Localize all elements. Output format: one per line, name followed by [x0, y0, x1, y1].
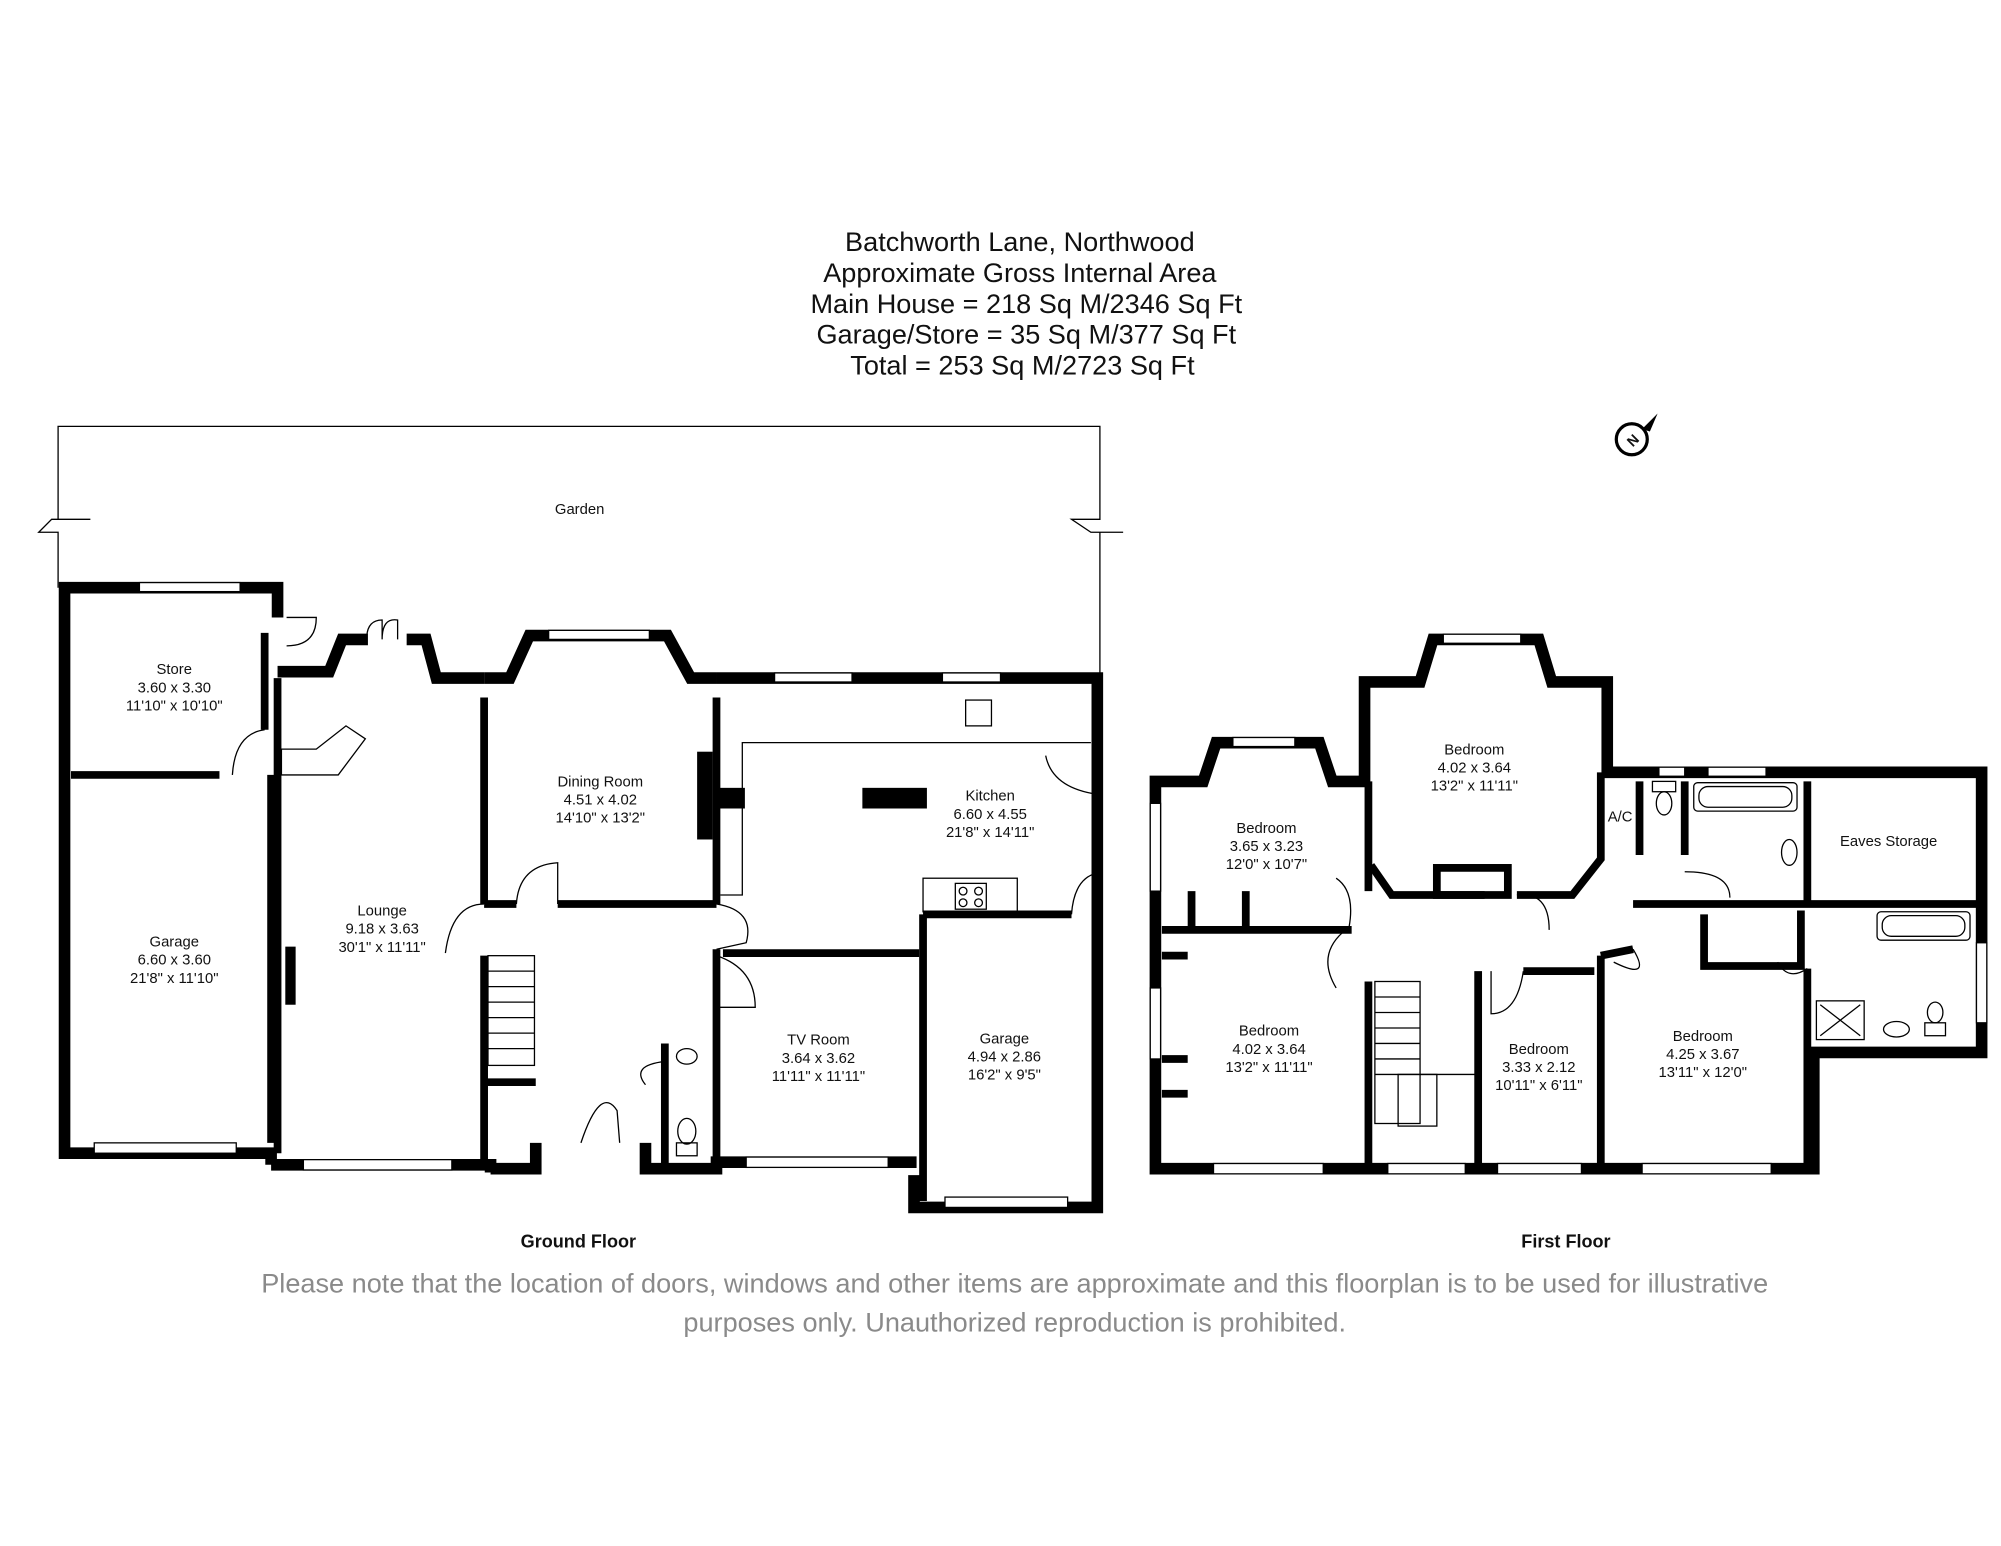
room-imperial: 16'2" x 9'5": [968, 1068, 1041, 1084]
room-imperial: 13'2" x 11'11": [1431, 778, 1518, 794]
room-garage-right: Garage 4.94 x 2.86 16'2" x 9'5": [968, 1031, 1041, 1083]
title-garage-store: Garage/Store = 35 Sq M/377 Sq Ft: [816, 319, 1236, 350]
room-metric: 4.02 x 3.64: [1232, 1042, 1305, 1058]
room-name: Bedroom: [1444, 742, 1504, 758]
first-floor-plan: A/C Eaves Storage Bedroom 3.65 x 3.23 12…: [1149, 633, 1988, 1251]
room-name: Bedroom: [1236, 821, 1296, 837]
room-kitchen: Kitchen 6.60 x 4.55 21'8" x 14'11": [946, 789, 1034, 841]
room-metric: 3.60 x 3.30: [138, 680, 211, 696]
room-metric: 4.51 x 4.02: [564, 793, 637, 809]
bath-icon: [1693, 782, 1971, 941]
ground-floor-label: Ground Floor: [521, 1231, 636, 1251]
room-imperial: 13'2" x 11'11": [1225, 1060, 1312, 1076]
room-imperial: 30'1" x 11'11": [338, 940, 425, 956]
disclaimer-line-1: Please note that the location of doors, …: [261, 1268, 1768, 1299]
stairs-icon: [1374, 980, 1479, 1127]
hob-icon: [954, 882, 987, 910]
room-dining-room: Dining Room 4.51 x 4.02 14'10" x 13'2": [556, 775, 646, 827]
room-name: Bedroom: [1673, 1029, 1733, 1045]
wc-icon: [675, 1047, 698, 1157]
title-area: Approximate Gross Internal Area: [823, 257, 1217, 288]
room-bedroom-2: Bedroom 4.02 x 3.64 13'2" x 11'11": [1431, 742, 1518, 794]
room-bedroom-5: Bedroom 4.25 x 3.67 13'11" x 12'0": [1659, 1029, 1747, 1081]
room-imperial: 10'11" x 6'11": [1495, 1078, 1582, 1094]
room-name: Bedroom: [1239, 1024, 1299, 1040]
room-imperial: 13'11" x 12'0": [1659, 1065, 1747, 1081]
room-metric: 9.18 x 3.63: [345, 922, 418, 938]
disclaimer-line-2: purposes only. Unauthorized reproduction…: [683, 1306, 1346, 1337]
title-main-house: Main House = 218 Sq M/2346 Sq Ft: [810, 288, 1242, 319]
room-imperial: 12'0" x 10'7": [1226, 857, 1307, 873]
ground-floor-plan: Garden: [37, 425, 1124, 1251]
room-imperial: 21'8" x 14'11": [946, 825, 1034, 841]
room-metric: 4.02 x 3.64: [1438, 760, 1511, 776]
sink-icon: [1780, 838, 1910, 1038]
room-bedroom-3: Bedroom 4.02 x 3.64 13'2" x 11'11": [1225, 1024, 1312, 1076]
stairs-icon: [487, 955, 536, 1067]
title-address: Batchworth Lane, Northwood: [845, 226, 1195, 257]
room-imperial: 21'8" x 11'10": [130, 971, 218, 987]
room-metric: 4.94 x 2.86: [968, 1050, 1041, 1066]
ac-cupboard-label: A/C: [1608, 809, 1633, 825]
room-name: Dining Room: [557, 775, 643, 791]
room-metric: 3.33 x 2.12: [1502, 1060, 1575, 1076]
garden-label: Garden: [555, 502, 604, 518]
room-lounge: Lounge 9.18 x 3.63 30'1" x 11'11": [338, 904, 425, 956]
room-name: Kitchen: [965, 789, 1014, 805]
header: Batchworth Lane, Northwood Approximate G…: [810, 226, 1242, 381]
room-metric: 3.64 x 3.62: [782, 1051, 855, 1067]
garden-boundary: [37, 425, 1124, 679]
room-metric: 3.65 x 3.23: [1230, 839, 1303, 855]
room-imperial: 11'11" x 11'11": [772, 1069, 865, 1085]
room-metric: 6.60 x 3.60: [138, 953, 211, 969]
shower-icon: [1815, 1000, 1865, 1041]
title-total: Total = 253 Sq M/2723 Sq Ft: [850, 350, 1195, 381]
toilet-icon: [1651, 780, 1947, 1037]
compass-label: N: [1624, 432, 1643, 451]
first-floor-label: First Floor: [1521, 1231, 1610, 1251]
room-imperial: 14'10" x 13'2": [556, 811, 646, 827]
eaves-storage-label: Eaves Storage: [1840, 834, 1937, 850]
room-metric: 4.25 x 3.67: [1666, 1047, 1739, 1063]
room-name: Bedroom: [1509, 1042, 1569, 1058]
room-metric: 6.60 x 4.55: [953, 807, 1026, 823]
room-store: Store 3.60 x 3.30 11'10" x 10'10": [126, 662, 223, 714]
room-bedroom-1: Bedroom 3.65 x 3.23 12'0" x 10'7": [1226, 821, 1307, 873]
room-name: TV Room: [787, 1033, 850, 1049]
room-bedroom-4: Bedroom 3.33 x 2.12 10'11" x 6'11": [1495, 1042, 1582, 1094]
room-name: Garage: [150, 935, 199, 951]
room-name: Lounge: [357, 904, 406, 920]
room-garage-left: Garage 6.60 x 3.60 21'8" x 11'10": [130, 935, 218, 987]
room-tv-room: TV Room 3.64 x 3.62 11'11" x 11'11": [772, 1033, 865, 1085]
room-name: Garage: [980, 1031, 1029, 1047]
compass-icon: N: [1614, 413, 1658, 457]
room-imperial: 11'10" x 10'10": [126, 698, 223, 714]
room-name: Store: [157, 662, 192, 678]
